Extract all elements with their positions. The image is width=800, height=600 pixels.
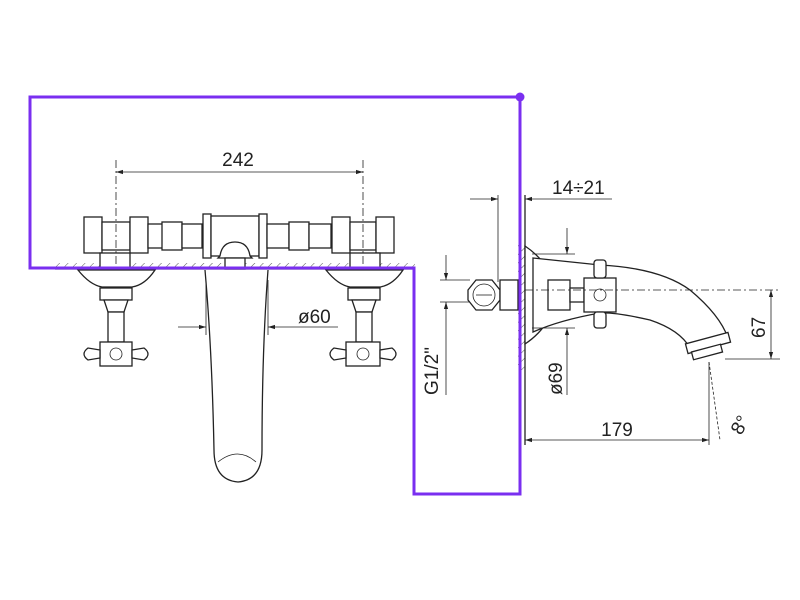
right-cross-handle	[324, 269, 405, 367]
dim-14-21: 14÷21	[552, 178, 605, 199]
dim-179: 179	[601, 420, 633, 441]
dim-67: 67	[749, 317, 770, 338]
dim-8-deg: 8°	[727, 412, 754, 438]
front-view: 242 ø60	[55, 150, 415, 483]
overlay-vertex-handle[interactable]	[515, 92, 525, 102]
spout-outline	[204, 269, 269, 483]
valve-body-assembly	[83, 213, 395, 270]
dim-242: 242	[222, 150, 254, 171]
left-cross-handle	[76, 269, 157, 367]
dim-o60: ø60	[298, 307, 331, 328]
dim-o69: ø69	[546, 362, 567, 395]
side-view: 14÷21 G1/2" ø69 67 179 8°	[422, 178, 780, 445]
selection-overlay[interactable]	[28, 92, 525, 496]
dim-g1-2: G1/2"	[422, 347, 443, 395]
